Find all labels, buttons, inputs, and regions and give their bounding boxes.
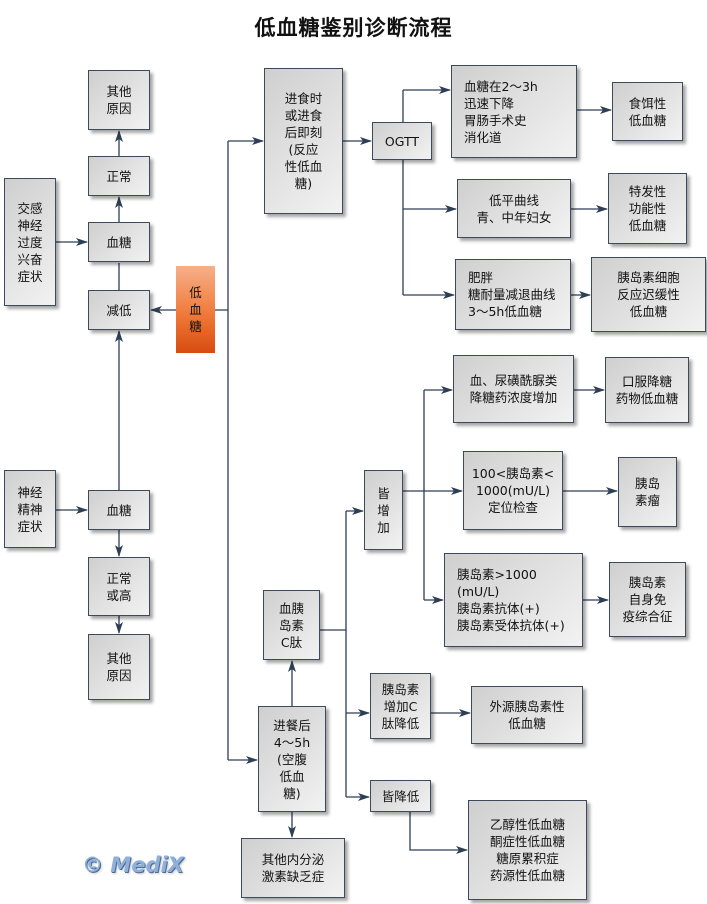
node-normal-top: 正常	[88, 156, 150, 196]
node-decreased: 减低	[88, 290, 150, 330]
node-insulin-high: 胰岛素>1000 (mU/L) 胰岛素抗体(+) 胰岛素受体抗体(+)	[444, 553, 583, 647]
node-ogtt: OGTT	[372, 122, 432, 160]
node-sympathetic: 交感 神经 过度 兴奋 症状	[4, 178, 56, 306]
node-insulin-cpeptide: 血胰 岛素 C肽	[263, 590, 320, 660]
node-obesity: 肥胖 糖耐量减退曲线 3～5h低血糖	[455, 259, 571, 330]
node-delayed-islet: 胰岛素细胞 反应迟缓性 低血糖	[591, 257, 706, 332]
line-insulin-trunk	[320, 511, 347, 797]
node-blood-sugar-top: 血糖	[88, 222, 150, 262]
node-endocrine: 其他内分泌 激素缺乏症	[241, 838, 345, 898]
node-blood-sugar-bottom: 血糖	[88, 490, 150, 530]
arrow-decrease-to-others	[409, 812, 468, 854]
node-rapid-drop: 血糖在2～3h 迅速下降 胃肠手术史 消化道	[451, 65, 577, 158]
node-insulin-range: 100<胰岛素< 1000(mU/L) 定位检查	[463, 451, 563, 530]
node-sulfonylurea: 血、尿磺酰脲类 降糖药浓度增加	[453, 355, 574, 423]
node-reactive: 进食时 或进食 后即刻 (反应 性低血 糖)	[264, 68, 343, 214]
node-neuropsych: 神经 精神 症状	[4, 470, 56, 548]
node-alimentary: 食饵性 低血糖	[612, 82, 683, 141]
node-idiopathic: 特发性 功能性 低血糖	[608, 173, 687, 244]
node-other-cause-top: 其他 原因	[88, 70, 150, 130]
line-increase-trunk	[403, 390, 425, 600]
watermark-logo: © MediX	[82, 853, 184, 877]
node-exogenous: 外源胰岛素性 低血糖	[471, 686, 583, 744]
node-other-cause-bottom: 其他 原因	[88, 634, 150, 700]
node-insulinoma: 胰岛 素瘤	[618, 457, 677, 527]
node-autoimmune: 胰岛素 自身免 疫综合征	[609, 562, 686, 637]
line-hypo-trunk	[215, 141, 229, 760]
node-both-increase: 皆 增 加	[364, 470, 403, 550]
node-both-decrease: 皆降低	[370, 780, 431, 812]
node-hypoglycemia: 低 血 糖	[176, 266, 215, 353]
page-title: 低血糖鉴别诊断流程	[254, 16, 453, 40]
node-flat-curve: 低平曲线 青、中年妇女	[457, 179, 571, 238]
node-other-types: 乙醇性低血糖 酮症性低血糖 糖原累积症 药源性低血糖	[468, 800, 587, 900]
node-insulin-up-c-down: 胰岛素 增加C 肽降低	[370, 673, 431, 739]
node-fasting: 进餐后 4～5h (空腹 低血 糖)	[258, 706, 326, 812]
node-oral-drug: 口服降糖 药物低血糖	[605, 357, 689, 423]
node-normal-or-high: 正常 或高	[88, 557, 150, 616]
